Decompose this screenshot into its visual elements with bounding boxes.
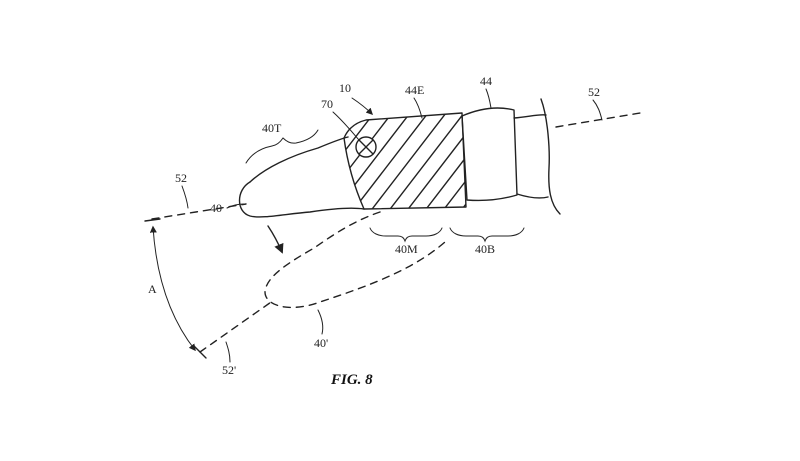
leader-40-prime	[317, 309, 324, 335]
brace-40b	[449, 227, 525, 243]
leader-40	[226, 203, 245, 209]
label-44e: 44E	[405, 83, 424, 97]
leader-52-right	[592, 99, 603, 121]
label-40t: 40T	[262, 121, 282, 135]
label-40b: 40B	[475, 242, 495, 256]
label-40: 40	[210, 201, 222, 215]
leader-52-prime	[225, 341, 231, 363]
fingertip	[238, 181, 365, 218]
label-40m: 40M	[395, 242, 418, 256]
hand-outline	[540, 98, 561, 215]
rotated-finger-40-prime	[264, 211, 446, 309]
finger-base-bottom	[516, 193, 549, 199]
brace-40t	[245, 129, 319, 164]
axis-line-52-right	[555, 112, 641, 128]
label-a: A	[148, 282, 157, 296]
angle-a-tick-top	[144, 218, 161, 222]
finger-outline-top	[249, 136, 349, 183]
angle-a-tick-bottom	[193, 345, 207, 359]
label-10: 10	[339, 81, 351, 95]
label-44: 44	[480, 74, 492, 88]
leader-70	[332, 111, 360, 141]
brace-40m	[369, 227, 443, 243]
sensor-70-icon	[355, 136, 377, 158]
label-52-left: 52	[175, 171, 187, 185]
label-40-prime: 40'	[314, 336, 328, 350]
angle-a-arc	[149, 225, 196, 352]
leader-52-left	[181, 185, 189, 209]
leader-44	[485, 88, 492, 109]
finger-base-top	[513, 114, 547, 119]
label-52-prime: 52'	[222, 363, 236, 377]
figure-caption: FIG. 8	[330, 372, 373, 388]
leader-44e	[413, 97, 423, 119]
axis-line-52-prime	[199, 299, 275, 353]
leader-10	[351, 97, 373, 115]
label-70: 70	[321, 97, 333, 111]
motion-arrow	[267, 225, 284, 254]
ring-44	[461, 107, 518, 202]
label-52-right: 52	[588, 85, 600, 99]
